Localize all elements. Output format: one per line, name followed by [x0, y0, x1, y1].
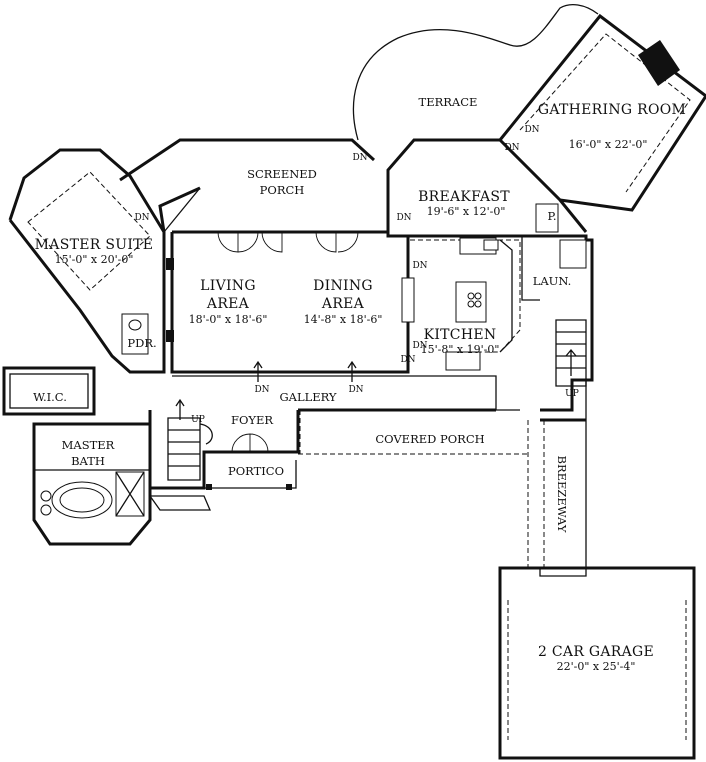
- powder-label: PDR.: [127, 336, 156, 350]
- dn-label: DN: [400, 355, 415, 365]
- garage-walls: [498, 566, 696, 760]
- dn-label: DN: [412, 341, 427, 351]
- dn-label: DN: [412, 261, 427, 271]
- dn-label: DN: [348, 385, 363, 395]
- dn-label: DN: [524, 125, 539, 135]
- living-area-label-1: LIVING: [200, 278, 256, 294]
- breakfast-label: BREAKFAST: [418, 189, 510, 205]
- wic-inner: [9, 373, 89, 409]
- gallery-arrows: [175, 360, 357, 420]
- garage-dims: 22'-0" x 25'-4": [557, 660, 636, 673]
- living-area-dims: 18'-0" x 18'-6": [189, 313, 268, 326]
- up-label: UP: [191, 415, 205, 425]
- breakfast-dims: 19'-6" x 12'-0": [427, 205, 506, 218]
- terrace-outline: [352, 3, 599, 141]
- master-suite-label: MASTER SUITE: [35, 237, 154, 253]
- screened-porch-label-2: PORCH: [260, 183, 305, 197]
- living-dining-french-doors: [166, 231, 359, 342]
- covered-porch-walls: [298, 410, 529, 568]
- dining-area-dims: 14'-8" x 18'-6": [304, 313, 383, 326]
- gathering-room-dims: 16'-0" x 22'-0": [569, 138, 648, 151]
- breakfast-walls: [386, 138, 588, 233]
- master-bath-label-1: MASTER: [62, 438, 115, 452]
- foyer-door: [231, 433, 269, 453]
- screened-porch-walls: [119, 138, 376, 233]
- dining-area-label-2: AREA: [321, 296, 365, 312]
- up-label: UP: [565, 389, 579, 399]
- dn-label: DN: [396, 213, 411, 223]
- master-suite-walls: [8, 148, 166, 374]
- gallery-label: GALLERY: [279, 390, 336, 404]
- garage-label: 2 CAR GARAGE: [538, 644, 654, 660]
- foyer-label: FOYER: [231, 413, 273, 427]
- master-suite-dims: 15'-0" x 20'-0": [55, 253, 134, 266]
- wic-label: W.I.C.: [33, 390, 67, 404]
- portico-label: PORTICO: [228, 464, 284, 478]
- gathering-room-walls: [498, 13, 706, 212]
- kitchen-dims: 15'-8" x 19'-0": [421, 343, 500, 356]
- laundry-stair-walls: [521, 236, 587, 387]
- dn-label: DN: [254, 385, 269, 395]
- dn-label: DN: [134, 213, 149, 223]
- portico-walls: [148, 460, 297, 511]
- dining-area-label-1: DINING: [313, 278, 373, 294]
- terrace-label: TERRACE: [419, 95, 478, 109]
- living-area-label-2: AREA: [206, 296, 250, 312]
- gathering-room-label: GATHERING ROOM: [538, 102, 686, 118]
- breezeway-label: BREEZEWAY: [555, 456, 569, 533]
- main-house-walls: [148, 230, 594, 490]
- covered-porch-label: COVERED PORCH: [375, 432, 484, 446]
- screened-porch-label-1: SCREENED: [247, 167, 317, 181]
- wic-walls: [2, 366, 96, 416]
- kitchen-label: KITCHEN: [424, 327, 497, 343]
- dn-label: DN: [352, 153, 367, 163]
- pantry-label: P.: [547, 209, 556, 223]
- kitchen-fixtures: [401, 237, 521, 371]
- dn-label: DN: [504, 143, 519, 153]
- master-bath-label-2: BATH: [71, 454, 105, 468]
- breezeway-walls: [540, 380, 587, 568]
- foyer-stair: [167, 417, 213, 481]
- master-bath-walls: [32, 422, 152, 546]
- laundry-label: LAUN.: [533, 274, 572, 288]
